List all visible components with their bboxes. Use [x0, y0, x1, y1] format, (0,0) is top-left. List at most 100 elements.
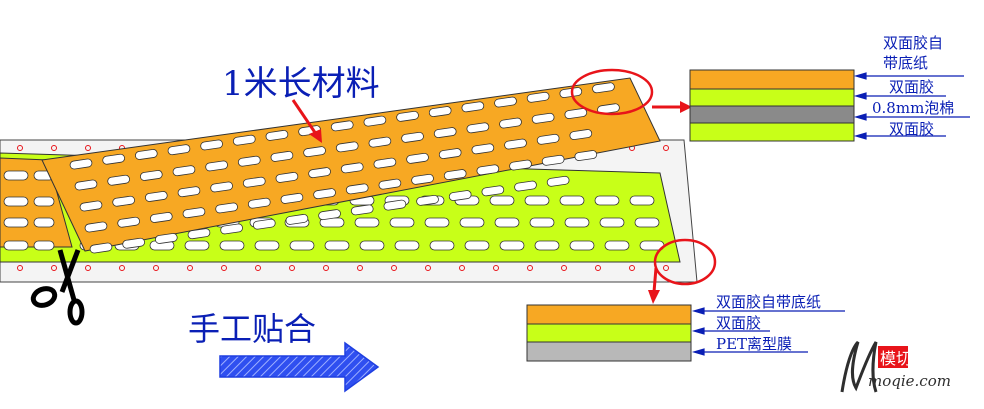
slot-hole	[242, 176, 266, 188]
slot-hole	[205, 160, 228, 172]
slot-hole	[172, 165, 196, 177]
slot-hole	[33, 196, 55, 207]
slot-hole	[559, 195, 585, 206]
sprocket-hole	[51, 265, 57, 271]
slot-hole	[416, 194, 439, 206]
stack-top-label-4: 0.8mm泡棉	[872, 99, 954, 117]
slot-hole	[350, 204, 374, 216]
slot-hole	[471, 143, 495, 155]
slot-hole	[265, 130, 289, 141]
slot-hole	[270, 151, 294, 162]
sprocket-hole	[17, 265, 23, 271]
slot-hole	[33, 217, 55, 228]
slot-hole	[461, 101, 485, 113]
slot-hole	[117, 216, 140, 228]
slot-hole	[330, 120, 354, 132]
slot-hole	[433, 127, 457, 139]
slot-hole	[254, 240, 280, 251]
sprocket-hole	[289, 265, 295, 271]
slot-hole	[89, 242, 113, 254]
slot-hole	[139, 170, 163, 181]
slot-hole	[363, 115, 387, 127]
slot-hole	[102, 153, 125, 165]
stack-top-label-5: 双面胶	[889, 120, 934, 138]
slot-hole	[504, 138, 527, 150]
slot-hole	[187, 228, 211, 240]
slot-hole	[289, 240, 315, 251]
slot-hole	[237, 155, 261, 167]
layer-adhesive-liner	[689, 69, 855, 90]
slot-hole	[438, 148, 462, 160]
slot-hole	[285, 214, 309, 225]
sprocket-hole	[323, 265, 329, 271]
slot-hole	[466, 122, 490, 134]
scissors-icon	[30, 249, 85, 326]
process-direction-arrow	[219, 341, 380, 393]
slot-hole	[373, 157, 397, 169]
slot-hole	[569, 240, 595, 251]
layer-foam	[689, 105, 855, 124]
slot-hole	[200, 139, 223, 151]
slot-hole	[79, 200, 103, 212]
slot-hole	[389, 217, 415, 228]
stack-top-label-1: 双面胶自	[883, 34, 943, 52]
slot-hole	[489, 195, 515, 206]
slot-hole	[531, 112, 555, 124]
slot-hole	[494, 96, 517, 108]
layer-adhesive-liner	[526, 304, 692, 325]
slot-hole	[184, 240, 210, 251]
watermark-logo: 模切网 moqie.com	[840, 340, 951, 393]
brand-badge	[878, 346, 908, 368]
stack-bottom-label-3: PET离型膜	[716, 335, 792, 353]
slot-hole	[354, 217, 380, 228]
bottom-detail-callout	[648, 238, 717, 304]
slot-hole	[383, 199, 407, 211]
slot-hole	[594, 195, 620, 206]
slot-hole	[536, 133, 560, 145]
sprocket-hole	[221, 265, 227, 271]
slot-hole	[340, 162, 364, 174]
slot-hole	[280, 193, 304, 204]
slot-hole	[182, 207, 206, 219]
slot-hole	[215, 202, 238, 214]
layer-double-tape	[689, 88, 855, 107]
watermark-brand: 模切网	[880, 349, 928, 368]
slot-hole	[443, 169, 467, 181]
left-piece-slots	[3, 170, 55, 251]
slot-hole	[394, 240, 420, 251]
slot-hole	[514, 180, 537, 192]
slot-hole	[378, 178, 402, 190]
slot-hole	[359, 240, 385, 251]
sprocket-hole	[85, 145, 91, 151]
slot-hole	[74, 179, 98, 191]
slot-hole	[144, 191, 168, 202]
slot-hole	[634, 217, 660, 228]
slot-hole	[167, 144, 191, 156]
stack-top-label-2: 带底纸	[883, 54, 928, 72]
slot-hole	[599, 217, 625, 228]
slot-hole	[177, 186, 201, 198]
slot-hole	[69, 158, 93, 170]
title-pointer-arrow	[291, 99, 322, 143]
slot-hole	[247, 197, 271, 209]
sprocket-hole	[51, 145, 57, 151]
sprocket-hole	[561, 265, 567, 271]
slot-hole	[464, 240, 490, 251]
slot-hole	[122, 237, 145, 249]
sprocket-hole	[391, 265, 397, 271]
slot-hole	[33, 240, 55, 251]
orange-material-slots	[69, 82, 620, 254]
slot-hole	[546, 175, 570, 187]
slot-hole	[629, 195, 655, 206]
sprocket-hole	[17, 145, 23, 151]
slot-hole	[541, 154, 565, 166]
stack-bottom-label-2: 双面胶	[716, 314, 761, 332]
top-layer-stack: 双面胶自 带底纸 双面胶 0.8mm泡棉 双面胶	[689, 34, 970, 142]
slot-hole	[481, 185, 505, 197]
slot-hole	[154, 233, 178, 244]
slot-hole	[604, 240, 630, 251]
slot-hole	[149, 212, 173, 223]
slot-hole	[534, 240, 560, 251]
tilted-orange-material	[41, 77, 661, 254]
